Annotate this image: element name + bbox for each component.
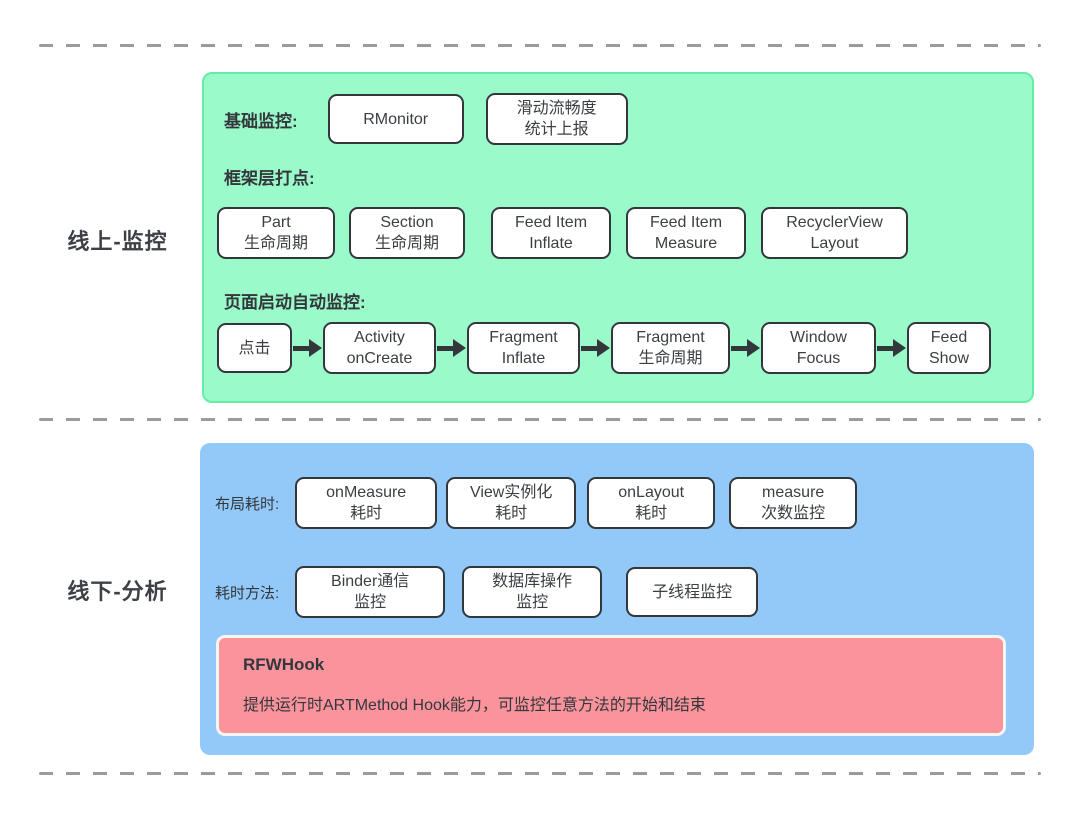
node-binder-monitor: Binder通信 监控 <box>295 566 446 618</box>
foundation-row: 基础监控: RMonitor 滑动流畅度 统计上报 <box>224 92 628 146</box>
framework-label: 框架层打点: <box>224 168 315 188</box>
launch-label: 页面启动自动监控: <box>224 292 366 312</box>
node-line: 耗时 <box>495 505 528 522</box>
node-line: View实例化 <box>469 484 553 501</box>
arrow-right-icon <box>877 339 906 357</box>
node-line: Focus <box>796 350 841 367</box>
section-label-online-monitoring: 线上-监控 <box>67 229 168 254</box>
layout-cost-label: 布局耗时: <box>215 495 280 513</box>
node-line: Layout <box>810 235 859 252</box>
node-line: Feed Item <box>649 214 723 231</box>
node-line: Window <box>790 329 847 346</box>
node-click: 点击 <box>217 323 292 373</box>
node-window-focus: Window Focus <box>761 322 876 374</box>
node-line: 数据库操作 <box>492 573 573 590</box>
launch-label-row: 页面启动自动监控: <box>224 288 366 312</box>
node-section-lifecycle: Section 生命周期 <box>349 207 465 259</box>
offline-analysis-panel: 布局耗时: onMeasure 耗时 View实例化 耗时 onLayout 耗… <box>200 443 1034 755</box>
node-line: 统计上报 <box>524 121 589 138</box>
launch-flow-row: 点击 Activity onCreate Fragment Inflate Fr… <box>217 320 991 376</box>
node-line: 监控 <box>354 594 387 611</box>
node-line: 生命周期 <box>638 350 703 367</box>
node-subthread-monitor: 子线程监控 <box>626 567 759 617</box>
node-line: Part <box>261 214 291 231</box>
section-label-offline-analysis: 线下-分析 <box>67 579 168 604</box>
node-line: Section <box>380 214 434 231</box>
online-monitoring-panel: 基础监控: RMonitor 滑动流畅度 统计上报 框架层打点: Part 生命… <box>202 72 1034 403</box>
node-rmonitor: RMonitor <box>327 94 464 144</box>
rfwhook-description: 提供运行时ARTMethod Hook能力，可监控任意方法的开始和结束 <box>243 697 706 714</box>
node-line: RMonitor <box>363 110 429 128</box>
node-line: onLayout <box>618 484 685 501</box>
node-line: Fragment <box>636 329 705 346</box>
divider-bottom <box>39 772 1041 775</box>
node-line: 生命周期 <box>243 235 308 252</box>
framework-label-row: 框架层打点: <box>224 164 315 188</box>
node-onlayout-cost: onLayout 耗时 <box>587 477 716 529</box>
node-line: Binder通信 <box>331 573 410 590</box>
node-recyclerview-layout: RecyclerView Layout <box>761 207 908 259</box>
divider-middle <box>39 418 1041 421</box>
method-cost-row: 耗时方法: Binder通信 监控 数据库操作 监控 子线程监控 <box>215 563 759 621</box>
node-line: RecyclerView <box>786 214 883 231</box>
node-view-instantiation-cost: View实例化 耗时 <box>446 477 577 529</box>
node-line: 滑动流畅度 <box>516 100 597 117</box>
method-cost-label: 耗时方法: <box>215 584 280 602</box>
rfwhook-title: RFWHook <box>243 655 325 674</box>
node-line: 耗时 <box>635 505 668 522</box>
node-line: onCreate <box>346 350 413 367</box>
divider-top <box>39 44 1041 47</box>
arrow-right-icon <box>437 339 466 357</box>
node-line: Measure <box>654 235 718 252</box>
node-line: Inflate <box>501 350 546 367</box>
node-activity-oncreate: Activity onCreate <box>323 322 436 374</box>
node-line: 生命周期 <box>374 235 439 252</box>
node-feed-show: Feed Show <box>907 322 991 374</box>
node-onmeasure-cost: onMeasure 耗时 <box>295 477 438 529</box>
node-line: 子线程监控 <box>652 583 733 601</box>
framework-row: Part 生命周期 Section 生命周期 Feed Item Inflate… <box>217 204 908 262</box>
node-line: Feed Item <box>514 214 588 231</box>
node-measure-count-monitor: measure 次数监控 <box>729 477 858 529</box>
layout-cost-row: 布局耗时: onMeasure 耗时 View实例化 耗时 onLayout 耗… <box>215 473 858 533</box>
arrow-right-icon <box>581 339 610 357</box>
foundation-label: 基础监控: <box>224 111 298 131</box>
node-line: 次数监控 <box>761 505 826 522</box>
node-line: 点击 <box>238 339 271 357</box>
node-fragment-inflate: Fragment Inflate <box>467 322 580 374</box>
rfwhook-card: RFWHook 提供运行时ARTMethod Hook能力，可监控任意方法的开始… <box>216 635 1006 736</box>
node-line: Feed <box>930 329 968 346</box>
node-line: Inflate <box>529 235 573 252</box>
node-line: Activity <box>354 329 405 346</box>
node-line: onMeasure <box>326 484 407 501</box>
node-database-monitor: 数据库操作 监控 <box>462 566 603 618</box>
node-feed-item-inflate: Feed Item Inflate <box>491 207 611 259</box>
node-line: 耗时 <box>350 505 383 522</box>
node-feed-item-measure: Feed Item Measure <box>626 207 746 259</box>
node-line: Show <box>928 350 970 367</box>
node-part-lifecycle: Part 生命周期 <box>217 207 335 259</box>
node-scroll-fluency-report: 滑动流畅度 统计上报 <box>485 93 628 145</box>
node-fragment-lifecycle: Fragment 生命周期 <box>611 322 730 374</box>
node-line: Fragment <box>489 329 558 346</box>
node-line: 监控 <box>516 594 549 611</box>
arrow-right-icon <box>293 339 322 357</box>
arrow-right-icon <box>731 339 760 357</box>
node-line: measure <box>762 484 825 501</box>
